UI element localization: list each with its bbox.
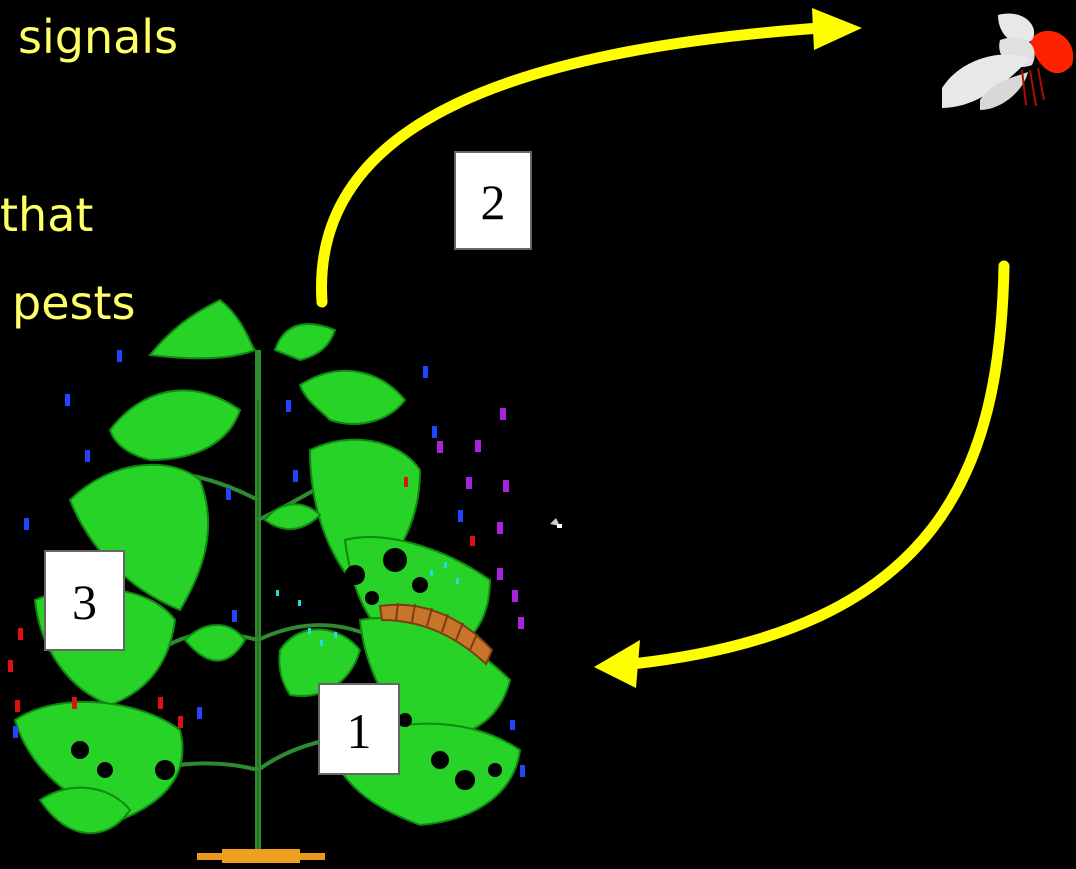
text-pests: pests [12, 276, 136, 330]
label-2: 2 [454, 151, 532, 250]
label-3: 3 [44, 550, 125, 651]
text-signals: signals [18, 10, 179, 64]
volatile-signals [8, 350, 525, 777]
small-insect-icon [550, 518, 562, 528]
curved-arrow-down [594, 260, 1010, 688]
caterpillar-icon [378, 602, 494, 666]
text-that: that [0, 188, 94, 242]
curved-arrow-up [316, 8, 862, 308]
wasp-icon [942, 13, 1074, 110]
plant-icon [13, 298, 522, 863]
label-1: 1 [318, 683, 400, 775]
